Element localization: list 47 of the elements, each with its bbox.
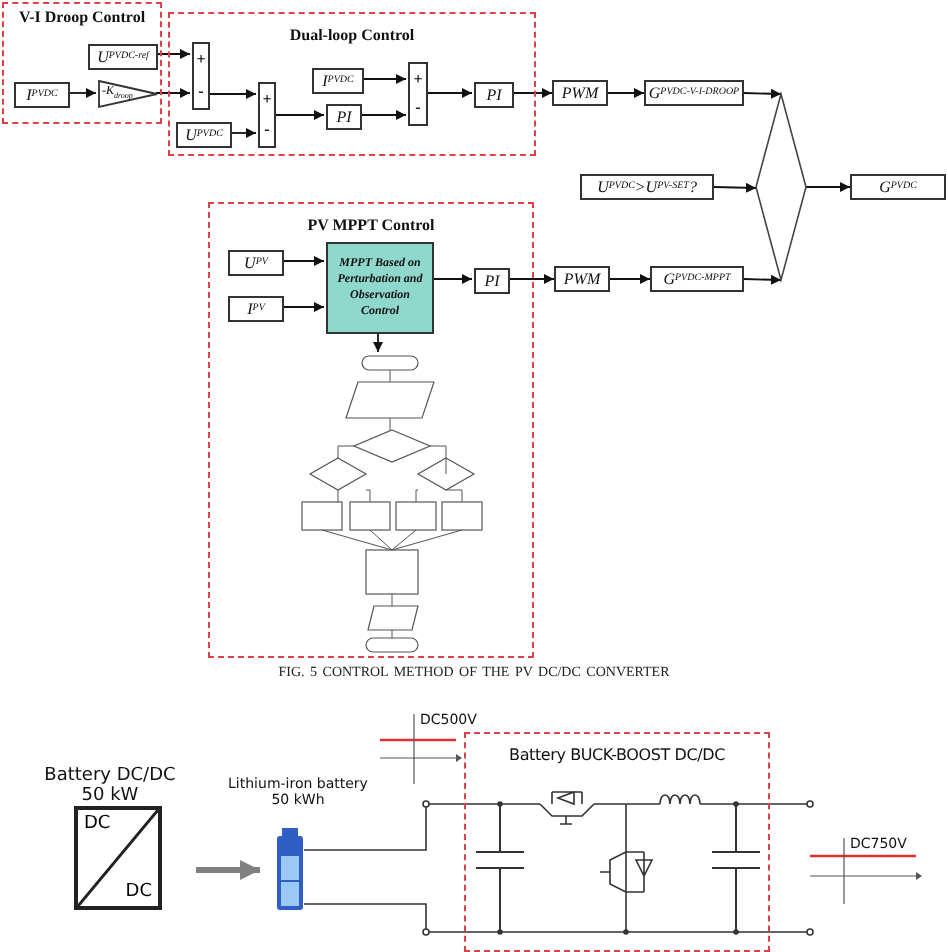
gain-triangle <box>98 80 158 108</box>
sign-label: + <box>411 72 425 88</box>
arrow <box>196 860 260 880</box>
arrow <box>229 128 257 138</box>
dashed-group-frame <box>208 202 534 658</box>
group-title: V-I Droop Control <box>16 8 148 26</box>
signal-block: PI <box>326 104 362 130</box>
dashed-group-frame <box>2 2 162 124</box>
arrow <box>425 88 473 98</box>
dc-label: DC <box>84 814 111 834</box>
arrow <box>805 182 851 192</box>
converter-heading: Battery DC/DC 50 kW <box>42 766 178 808</box>
arrow <box>207 89 257 99</box>
arrow <box>743 274 782 285</box>
dc-label: DC <box>125 882 152 902</box>
arrow <box>281 302 325 312</box>
summing-junction <box>258 82 276 148</box>
arrow <box>373 331 383 353</box>
dashed-group-frame <box>168 12 536 156</box>
summing-junction <box>192 42 210 110</box>
arrow <box>713 182 757 193</box>
signal-block: PI <box>474 268 510 294</box>
arrow <box>67 88 97 98</box>
sign-label: - <box>196 84 206 100</box>
arrow <box>607 88 645 98</box>
signal-block: PI <box>474 82 514 108</box>
sign-label: + <box>194 52 208 68</box>
group-title: Dual-loop Control <box>287 26 417 44</box>
arrow <box>609 274 651 284</box>
arrow <box>507 274 555 284</box>
summing-junction <box>408 62 428 126</box>
dashed-group-frame <box>464 732 770 952</box>
sign-label: - <box>262 122 272 138</box>
arrow <box>273 110 325 120</box>
arrow <box>281 256 325 266</box>
arrow <box>155 88 191 98</box>
arrow <box>359 110 407 120</box>
arrow <box>361 74 407 84</box>
arrow <box>743 88 782 99</box>
signal-block: PWM <box>552 80 608 106</box>
sign-label: - <box>413 100 423 116</box>
arrow <box>431 274 473 284</box>
arrow <box>511 88 553 98</box>
group-title: PV MPPT Control <box>305 216 437 234</box>
group-title: Battery BUCK-BOOST DC/DC <box>507 746 727 764</box>
sign-label: + <box>260 92 274 108</box>
signal-block: PWM <box>554 266 610 292</box>
